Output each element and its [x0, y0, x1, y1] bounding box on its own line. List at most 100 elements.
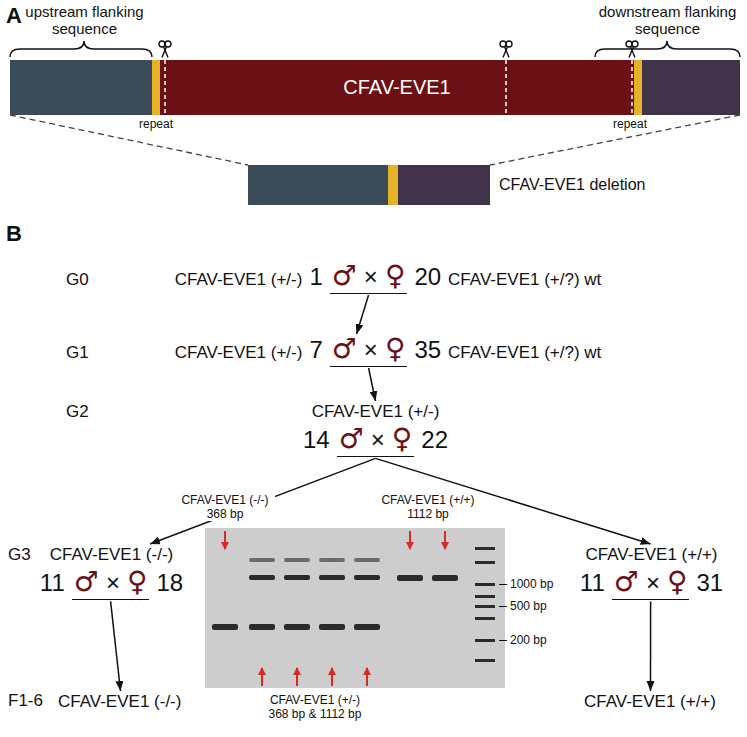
cross-underline: ♂ × ♀	[612, 568, 690, 600]
gel-band	[354, 558, 380, 562]
sex-symbol: ♀	[385, 262, 406, 290]
count-number: 18	[156, 569, 183, 598]
gel-band	[284, 624, 310, 630]
cross-sign: ×	[371, 428, 385, 452]
lane-arrow	[296, 668, 298, 686]
genotype-text: CFAV-EVE1 (+/-)	[312, 402, 440, 422]
cross-row: CFAV-EVE1 (+/-) 1 ♂ × ♀ 20 CFAV-EVE1 (+/?) wt	[174, 262, 602, 294]
lane-arrows	[225, 531, 445, 686]
generation-label: G2	[66, 402, 89, 422]
sex-symbol: ♀	[392, 425, 413, 453]
cross-block: CFAV-EVE1 (-/-)11♂×♀18	[39, 545, 184, 600]
scissors-icon	[626, 41, 638, 58]
cross-underline: ♂ × ♀	[330, 262, 408, 294]
sex-symbol: ♂	[614, 568, 639, 596]
deletion-bar-fill	[248, 165, 490, 205]
gel-band	[354, 624, 380, 630]
gel-band	[284, 558, 310, 562]
genotype-text: CFAV-EVE1 (+/?) wt	[448, 270, 601, 290]
genotype-text: CFAV-EVE1 (+/?) wt	[448, 343, 601, 363]
sex-symbol: ♂	[339, 425, 364, 453]
gel-bands	[212, 547, 495, 662]
lane-arrow	[224, 531, 226, 549]
sequence-bar: CFAV-EVE1	[160, 60, 634, 115]
upstream-brace	[10, 41, 152, 57]
ladder-band	[475, 547, 495, 550]
text-row: CFAV-EVE1 (-/-)	[50, 545, 173, 565]
band-label: CFAV-EVE1 (-/-) 368 bp	[175, 493, 275, 521]
count-number: 14	[303, 426, 330, 455]
cross-sign: ×	[646, 571, 660, 595]
segment-name: CFAV-EVE1	[343, 76, 450, 99]
generation-label: G0	[66, 270, 89, 290]
ladder-band	[475, 595, 495, 598]
text-row: CFAV-EVE1 (+/-) 1 ♂ × ♀ 20 CFAV-EVE1 (+/?) wt	[175, 262, 602, 294]
count-number: 31	[696, 569, 723, 598]
ladder-band	[475, 639, 495, 642]
text-row: 14 ♂ × ♀ 22	[303, 425, 448, 457]
ladder-size: 1000 bp	[510, 577, 553, 591]
panel-letter: B	[6, 222, 22, 246]
genotype-text: CFAV-EVE1 (-/-)	[50, 545, 173, 565]
genotype-text: CFAV-EVE1 (+/-)	[175, 270, 303, 290]
arrow-connector	[150, 458, 375, 544]
count-number: 11	[580, 569, 605, 598]
gel-band	[249, 558, 275, 562]
lane-arrow	[409, 531, 411, 549]
cut-line	[164, 60, 166, 115]
generation-label: G3	[8, 545, 31, 565]
line-genotype: CFAV-EVE1 (+/+)	[584, 692, 717, 712]
lane-arrow	[331, 668, 333, 686]
scissors-icon	[500, 41, 512, 58]
deletion-bar: CFAV-EVE1 deletion	[248, 165, 645, 205]
cross-sign: ×	[364, 265, 378, 289]
genotype-text: CFAV-EVE1 (+/+)	[586, 545, 718, 565]
ladder-band	[475, 659, 495, 662]
sex-symbol: ♀	[385, 335, 406, 363]
cross-block: CFAV-EVE1 (+/-) 14 ♂ × ♀ 22	[302, 402, 449, 457]
sex-symbol: ♀	[127, 568, 148, 596]
count-number: 11	[40, 569, 65, 598]
gel-band	[212, 624, 238, 630]
arrow-connector	[650, 601, 652, 691]
gel-band	[397, 575, 423, 581]
text-row: 11♂×♀18	[40, 568, 183, 600]
genotype-text: CFAV-EVE1 (+/-)	[175, 343, 303, 363]
scissors-icon	[159, 41, 171, 58]
generation-label: F1-6	[8, 691, 43, 711]
gel-band	[249, 624, 275, 630]
cut-line	[631, 60, 633, 115]
lane-arrow	[261, 668, 263, 686]
flank-label: upstream flanking sequence	[22, 3, 147, 37]
text-row: CFAV-EVE1 (+/-)7♂×♀35CFAV-EVE1 (+/?) wt	[175, 335, 602, 367]
count-number: 20	[414, 263, 441, 292]
gel-image	[205, 528, 505, 688]
arrow-connector	[375, 458, 650, 544]
ladder-tick	[499, 584, 507, 585]
text-row: CFAV-EVE1 (+/+)	[586, 545, 718, 565]
ladder-tick	[499, 606, 507, 607]
repeat-label: repeat	[605, 118, 655, 131]
gel-band	[432, 575, 458, 581]
deletion-name: CFAV-EVE1 deletion	[499, 176, 645, 194]
cross-sign: ×	[106, 571, 120, 595]
genotype-text: CFAV-EVE1 (+/+)	[584, 692, 716, 711]
arrow-connector	[111, 601, 121, 691]
cross-block: CFAV-EVE1 (+/+) 11 ♂ × ♀ 31	[579, 545, 724, 600]
gel-band	[319, 558, 345, 562]
sex-symbol: ♂	[332, 262, 357, 290]
band-label: CFAV-EVE1 (+/-) 368 bp & 1112 bp	[263, 693, 367, 721]
count-number: 35	[414, 336, 441, 365]
sex-symbol: ♀	[667, 568, 688, 596]
ladder-tick	[499, 640, 507, 641]
cross-sign: ×	[364, 338, 378, 362]
count-number: 22	[421, 426, 448, 455]
gel-band	[319, 575, 345, 580]
gel-band	[319, 624, 345, 630]
line-genotype: CFAV-EVE1 (-/-)	[58, 692, 183, 712]
ladder-band	[475, 561, 495, 564]
count-number: 1	[309, 263, 322, 292]
band-label: CFAV-EVE1 (+/+) 1112 bp	[378, 493, 478, 521]
repeat-segment	[152, 60, 160, 115]
flank-label: downstream flanking sequence	[595, 3, 740, 37]
